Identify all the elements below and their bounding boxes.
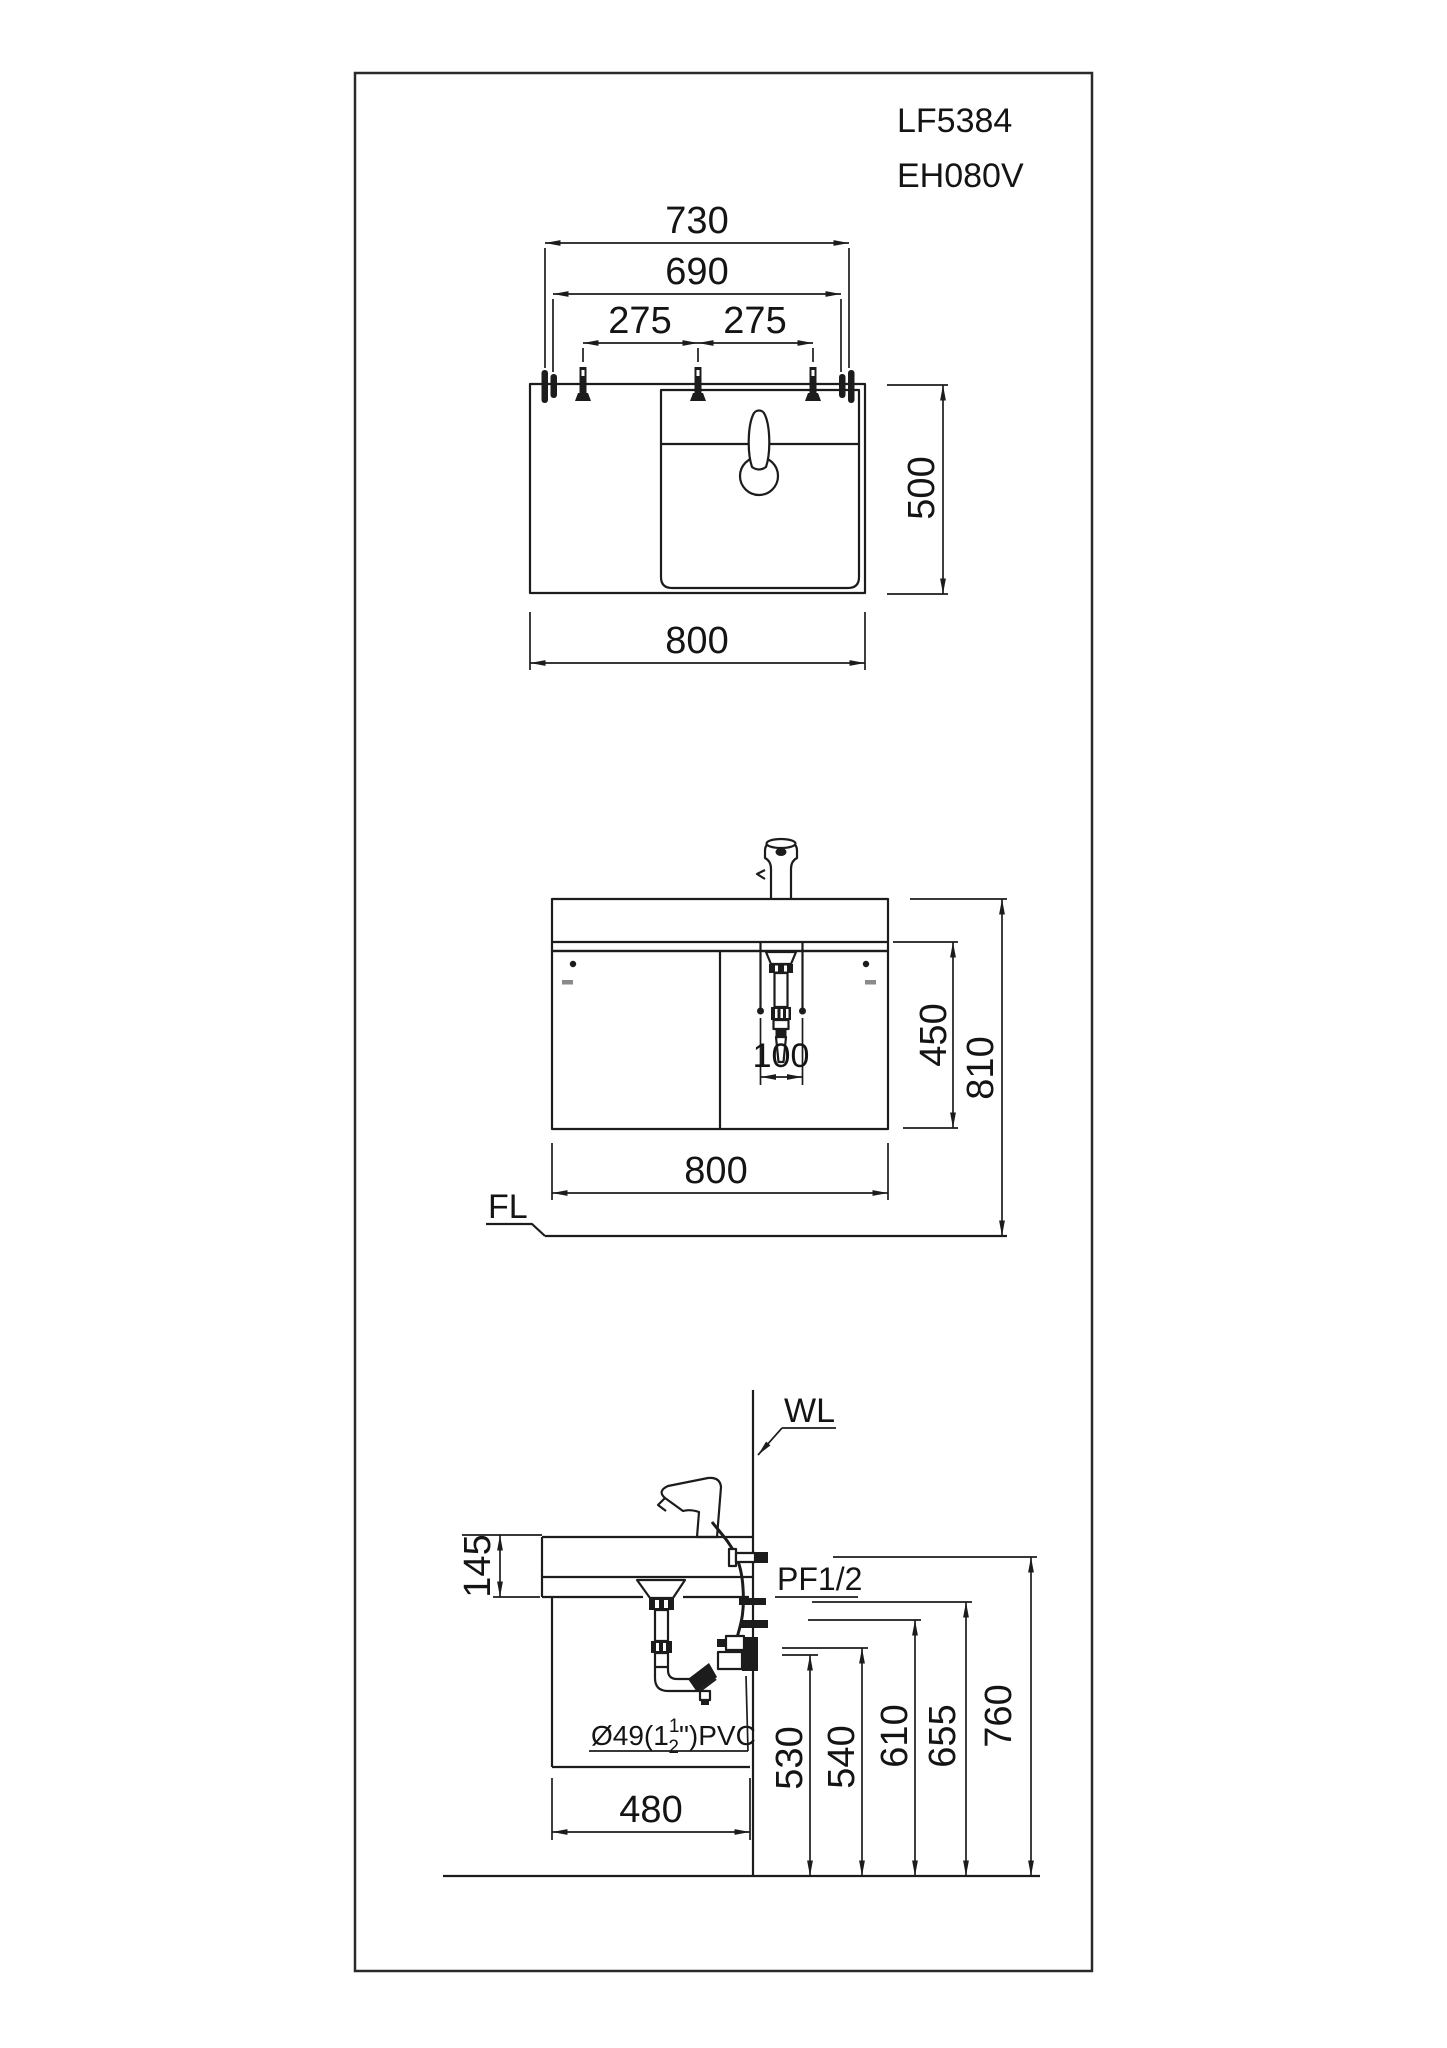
dim-540-label: 540 <box>821 1725 863 1788</box>
counter-side <box>540 1535 753 1599</box>
model-code-1: LF5384 <box>897 102 1012 140</box>
dim-540: 540 <box>782 1647 868 1876</box>
wall-bracket-right <box>839 370 855 403</box>
dim-275-right: 275 <box>698 300 814 362</box>
wall-line: WL <box>751 1390 836 1876</box>
dim-480: 480 <box>551 1778 751 1840</box>
countertop-outline <box>528 382 867 595</box>
drawing-border <box>353 71 1094 1973</box>
dim-655-label: 655 <box>922 1704 964 1767</box>
faucet-front <box>755 837 799 899</box>
door-handle-right <box>865 980 876 985</box>
dim-530: 530 <box>769 1654 818 1876</box>
drain-trap-side <box>635 1578 758 1705</box>
dim-810-label: 810 <box>960 1036 1002 1099</box>
dim-450-label: 450 <box>913 1003 955 1066</box>
dim-760: 760 <box>833 1556 1037 1876</box>
cabinet-front <box>550 949 890 1131</box>
faucet-side <box>656 1476 723 1539</box>
supply-hose <box>710 1521 745 1643</box>
supply-label: PF1/2 <box>775 1561 862 1598</box>
dim-145: 145 <box>457 1534 542 1598</box>
hanger-rods <box>757 942 806 1015</box>
wall-bracket-left <box>541 370 557 403</box>
angle-valve <box>717 1634 758 1652</box>
dim-730-label: 730 <box>665 200 728 242</box>
dim-800-plan: 800 <box>529 612 866 670</box>
cabinet-side <box>550 1597 750 1769</box>
door-knob-left <box>569 960 577 968</box>
dim-275-left: 275 <box>582 300 699 362</box>
supply-fitting <box>727 1547 768 1568</box>
dim-500: 500 <box>887 384 948 595</box>
dim-100: 100 <box>753 1018 810 1085</box>
dim-760-label: 760 <box>978 1684 1020 1747</box>
title-block: LF5384 EH080V <box>897 102 1024 195</box>
model-code-2: EH080V <box>897 157 1024 195</box>
dim-800-front: 800 <box>551 1143 889 1200</box>
dim-145-label: 145 <box>457 1534 499 1597</box>
front-view: 100 450 810 800 FL <box>486 837 1007 1238</box>
dim-275-left-label: 275 <box>608 300 671 342</box>
wall-line-label: WL <box>784 1392 835 1430</box>
basin-outline <box>659 388 861 590</box>
dim-480-label: 480 <box>619 1789 682 1831</box>
drain-assembly-front <box>764 950 798 1064</box>
dim-690: 690 <box>552 251 842 372</box>
dim-800-front-label: 800 <box>684 1150 747 1192</box>
wall-stub-upper <box>739 1598 766 1605</box>
dim-530-label: 530 <box>769 1726 811 1789</box>
dim-655: 655 <box>812 1601 972 1876</box>
dim-810: 810 <box>910 898 1007 1236</box>
supply-label-text: PF1/2 <box>777 1561 862 1597</box>
dim-450: 450 <box>893 941 958 1129</box>
dim-800-plan-label: 800 <box>665 620 728 662</box>
floor-line-front: FL <box>486 1188 1007 1238</box>
door-knob-right <box>862 960 870 968</box>
dim-275-right-label: 275 <box>723 300 786 342</box>
dim-610: 610 <box>808 1619 921 1876</box>
dim-500-label: 500 <box>901 456 943 519</box>
faucet-plan <box>738 409 780 497</box>
dim-690-label: 690 <box>665 251 728 293</box>
mounting-stud-right <box>805 367 821 401</box>
top-view: 730 690 275 275 500 800 <box>528 200 948 670</box>
dim-610-label: 610 <box>874 1704 916 1767</box>
side-view: WL <box>443 1390 1040 1878</box>
dim-100-label: 100 <box>753 1037 810 1075</box>
counter-front <box>550 897 890 953</box>
floor-line-label: FL <box>488 1188 528 1226</box>
mounting-stud-left <box>575 367 591 401</box>
wall-stub-mid <box>741 1620 768 1628</box>
door-handle-left <box>562 980 573 985</box>
dim-730: 730 <box>544 200 850 368</box>
mounting-stud-center <box>690 367 706 401</box>
